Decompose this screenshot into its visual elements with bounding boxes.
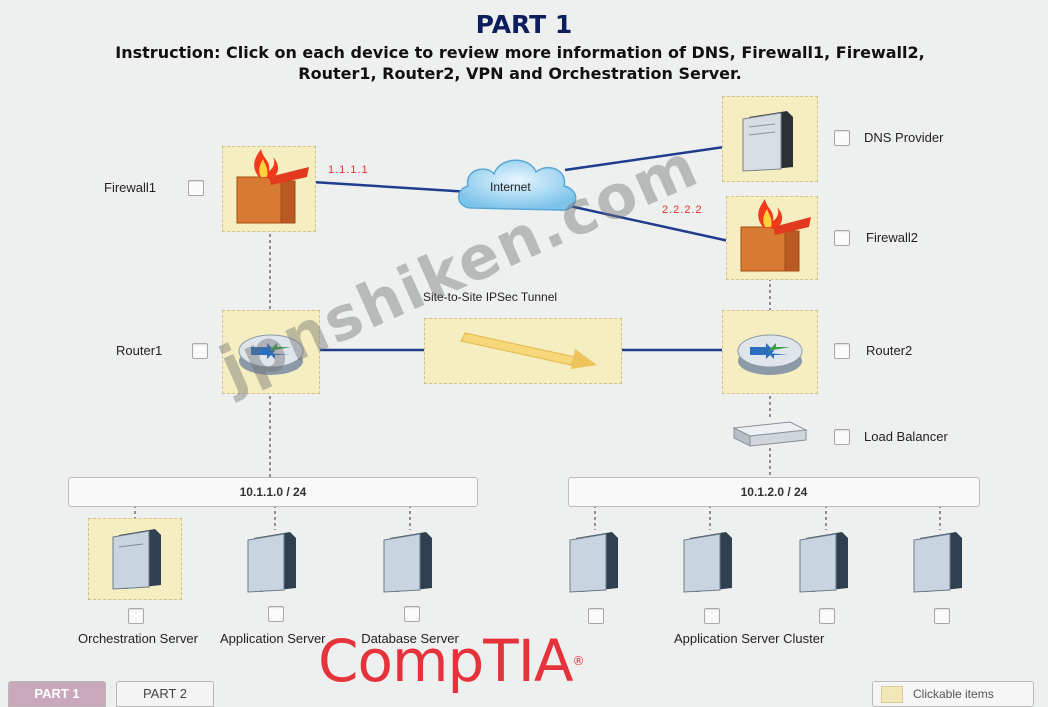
instruction-text: Instruction: Click on each device to rev… — [70, 42, 970, 84]
cluster-server-icon[interactable] — [562, 526, 632, 596]
router-icon — [238, 334, 304, 375]
clickable-items-legend: Clickable items — [872, 681, 1034, 707]
firewall2-checkbox[interactable] — [834, 230, 850, 246]
orchestration-server-device[interactable] — [88, 518, 182, 600]
subnet-bar-left: 10.1.1.0 / 24 — [68, 477, 478, 507]
dns-provider-label: DNS Provider — [864, 130, 944, 145]
cluster-server-icon[interactable] — [676, 526, 746, 596]
application-server-label: Application Server — [220, 631, 326, 646]
internet-label: Internet — [490, 180, 531, 194]
tunnel-icon — [460, 332, 597, 369]
application-server-checkbox[interactable] — [268, 606, 284, 622]
legend-swatch — [881, 686, 903, 703]
firewall-icon — [740, 199, 811, 272]
orchestration-server-checkbox[interactable] — [128, 608, 144, 624]
database-server-label: Database Server — [361, 631, 459, 646]
cluster-server-3-checkbox[interactable] — [819, 608, 835, 624]
tab-part-2[interactable]: PART 2 — [116, 681, 214, 707]
comptia-logo: CompTIA® — [318, 627, 585, 695]
firewall1-device[interactable] — [222, 146, 316, 232]
load-balancer-label: Load Balancer — [864, 429, 948, 444]
router-icon — [737, 334, 803, 375]
firewall1-checkbox[interactable] — [188, 180, 204, 196]
orchestration-server-label: Orchestration Server — [78, 631, 198, 646]
dns-provider-checkbox[interactable] — [834, 130, 850, 146]
firewall1-ip: 1.1.1.1 — [328, 164, 369, 176]
link-internet-firewall2 — [564, 203, 739, 245]
router2-label: Router2 — [866, 343, 913, 358]
vpn-label: Site-to-Site IPSec Tunnel — [423, 290, 558, 304]
server-icon — [112, 529, 161, 590]
application-server-cluster-label: Application Server Cluster — [674, 631, 825, 646]
database-server-icon[interactable] — [376, 526, 446, 596]
vpn-tunnel-device[interactable] — [424, 318, 622, 384]
cluster-server-icon[interactable] — [792, 526, 862, 596]
router2-checkbox[interactable] — [834, 343, 850, 359]
cluster-server-4-checkbox[interactable] — [934, 608, 950, 624]
instruction-line-1: Instruction: Click on each device to rev… — [115, 43, 925, 62]
firewall2-ip: 2.2.2.2 — [662, 204, 703, 216]
brand-text: CompTIA — [318, 627, 574, 695]
link-internet-dns — [564, 143, 739, 172]
firewall2-label: Firewall2 — [866, 230, 919, 245]
cluster-server-1-checkbox[interactable] — [588, 608, 604, 624]
internet-cloud-icon — [458, 159, 577, 211]
firewall1-label: Firewall1 — [104, 180, 157, 195]
router2-device[interactable] — [722, 310, 818, 394]
firewall-icon — [236, 149, 309, 224]
page-title: PART 1 — [475, 10, 573, 39]
application-server-icon[interactable] — [240, 526, 310, 596]
router1-label: Router1 — [116, 343, 163, 358]
cluster-server-icon[interactable] — [906, 526, 976, 596]
dns-provider-device[interactable] — [722, 96, 818, 182]
firewall2-device[interactable] — [726, 196, 818, 280]
router1-device[interactable] — [222, 310, 320, 394]
load-balancer-icon — [732, 421, 808, 447]
instruction-line-2: Router1, Router2, VPN and Orchestration … — [298, 64, 742, 83]
cluster-server-2-checkbox[interactable] — [704, 608, 720, 624]
legend-text: Clickable items — [913, 687, 994, 701]
server-icon — [742, 111, 793, 172]
tab-part-1[interactable]: PART 1 — [8, 681, 106, 707]
router1-checkbox[interactable] — [192, 343, 208, 359]
link-firewall1-internet — [311, 180, 471, 194]
load-balancer-checkbox[interactable] — [834, 429, 850, 445]
database-server-checkbox[interactable] — [404, 606, 420, 622]
subnet-bar-right: 10.1.2.0 / 24 — [568, 477, 980, 507]
